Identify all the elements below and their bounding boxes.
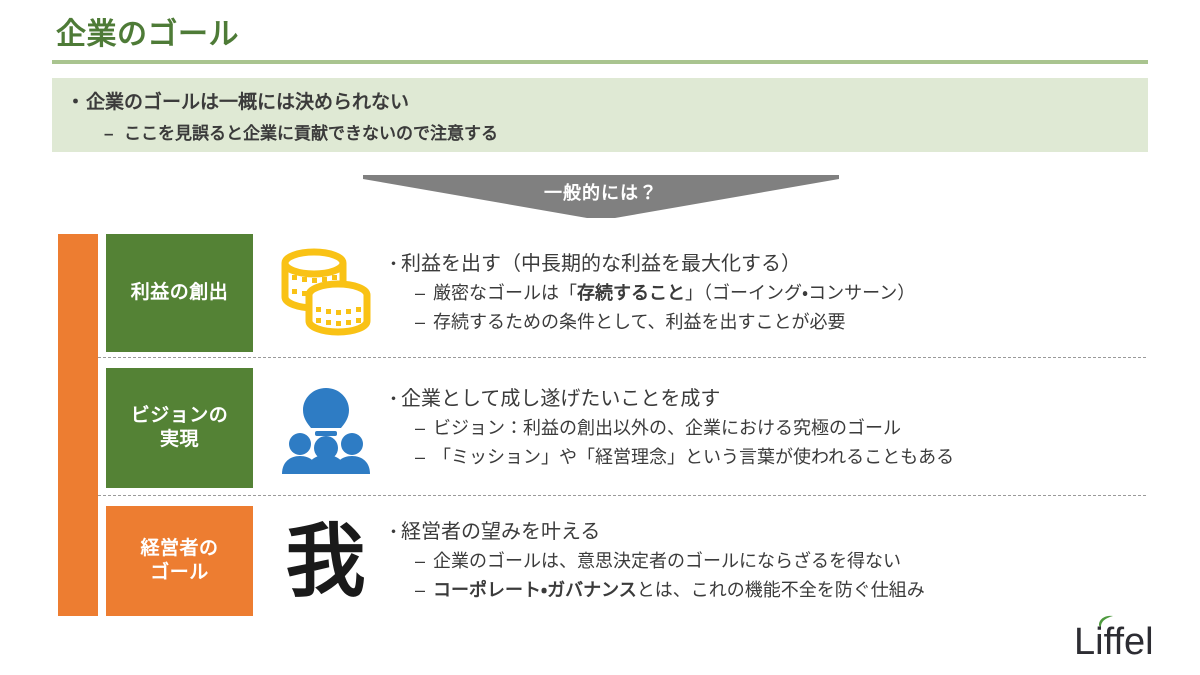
lightbulb-people-icon <box>281 388 370 474</box>
goal-row-vision: ビジョンの実現 ・ <box>98 368 1148 488</box>
title-divider <box>52 60 1148 64</box>
row-bullet-primary: ・企業として成し遂げたいことを成す <box>385 384 1145 414</box>
bullet-marker-icon: ・ <box>385 522 402 542</box>
row-sub-post: 」（ゴーイング・コンサーン） <box>685 282 916 303</box>
row-label-profit: 利益の創出 <box>106 234 253 352</box>
arrow-banner-label: 一般的には？ <box>544 183 658 203</box>
row-icon-vision <box>263 368 388 488</box>
lead-banner: ・企業のゴールは一概には決められない –ここを見誤ると企業に貢献できないので注意… <box>52 78 1148 152</box>
coin-stack-icon <box>281 248 370 336</box>
row-label-management-text: 経営者のゴール <box>140 537 218 586</box>
dash-marker-icon: – <box>415 312 426 332</box>
row-label-vision: ビジョンの実現 <box>106 368 253 488</box>
goal-row-management: 経営者のゴール 我 ・経営者の望みを叶える –企業のゴールは、意思決定者のゴール… <box>98 506 1148 616</box>
lead-bullet-primary-text: 企業のゴールは一概には決められない <box>86 92 410 113</box>
row-sub-bullet: –厳密なゴールは「存続すること」（ゴーイング・コンサーン） <box>385 279 1145 308</box>
arrow-banner: 一般的には？ <box>363 175 839 218</box>
bullet-marker-icon: ・ <box>66 92 86 113</box>
row-sub-bullet: –企業のゴールは、意思決定者のゴールにならざるを得ない <box>385 547 1145 576</box>
row-bullet-primary-text: 経営者の望みを叶える <box>401 520 601 543</box>
row-sub-pre: 存続するための条件として、利益を出すことが必要 <box>433 312 846 332</box>
brand-logo-text: Liffel <box>1074 621 1154 663</box>
row-bullet-primary: ・利益を出す（中長期的な利益を最大化する） <box>385 249 1145 279</box>
dash-marker-icon: – <box>415 417 426 438</box>
row-sub-pre: 「ミッション」や「経営理念」という言葉が使われることもある <box>433 447 955 467</box>
row-label-management: 経営者のゴール <box>106 506 253 616</box>
row-sub-bullet: –存続するための条件として、利益を出すことが必要 <box>385 308 1145 337</box>
row-sub-pre: ビジョン：利益の創出以外の、企業における究極のゴール <box>433 417 901 438</box>
kanji-ware-icon: 我 <box>285 514 366 608</box>
row-bullet-primary: ・経営者の望みを叶える <box>385 517 1145 547</box>
page-title: 企業のゴール <box>56 18 239 51</box>
row-bullet-primary-text: 利益を出す（中長期的な利益を最大化する） <box>401 252 801 275</box>
dash-marker-icon: – <box>415 580 426 600</box>
dash-marker-icon: – <box>415 550 426 571</box>
row-body-vision: ・企業として成し遂げたいことを成す –ビジョン：利益の創出以外の、企業における究… <box>385 368 1145 488</box>
row-label-vision-line2: 実現 <box>159 429 199 450</box>
lead-bullet-secondary: –ここを見誤ると企業に貢献できないので注意する <box>104 119 498 144</box>
row-sub-bullet: –コーポレート・ガバナンスとは、これの機能不全を防ぐ仕組み <box>385 576 1145 605</box>
row-sub-strong: 存続すること <box>577 282 685 303</box>
orange-accent-bar <box>58 234 98 616</box>
row-body-profit: ・利益を出す（中長期的な利益を最大化する） –厳密なゴールは「存続すること」（ゴ… <box>385 234 1145 352</box>
lead-bullet-secondary-text: ここを見誤ると企業に貢献できないので注意する <box>124 124 498 143</box>
row-sub-bullet: –「ミッション」や「経営理念」という言葉が使われることもある <box>385 443 1145 472</box>
down-chevron-icon <box>363 175 839 218</box>
row-sub-pre: 厳密なゴールは「 <box>433 282 577 303</box>
row-label-management-line2: ゴール <box>150 562 209 583</box>
row-sub-strong: コーポレート・ガバナンス <box>433 580 637 600</box>
row-separator <box>98 495 1146 496</box>
row-label-vision-line1: ビジョンの <box>130 404 229 426</box>
row-icon-profit <box>263 234 388 352</box>
leaf-icon <box>1099 615 1113 627</box>
row-separator <box>98 357 1146 358</box>
row-sub-bullet: –ビジョン：利益の創出以外の、企業における究極のゴール <box>385 414 1145 443</box>
row-sub-pre: 企業のゴールは、意思決定者のゴールにならざるを得ない <box>433 550 901 571</box>
row-sub-post: とは、これの機能不全を防ぐ仕組み <box>636 580 925 600</box>
row-label-management-line1: 経営者の <box>140 537 219 559</box>
row-body-management: ・経営者の望みを叶える –企業のゴールは、意思決定者のゴールにならざるを得ない … <box>385 506 1145 616</box>
row-icon-management: 我 <box>263 506 388 616</box>
row-label-profit-text: 利益の創出 <box>130 281 229 303</box>
bullet-marker-icon: ・ <box>385 254 402 274</box>
dash-marker-icon: – <box>415 282 426 303</box>
dash-marker-icon: – <box>104 124 114 143</box>
goal-row-profit: 利益の創出 <box>98 234 1148 352</box>
dash-marker-icon: – <box>415 447 426 467</box>
bullet-marker-icon: ・ <box>385 389 402 409</box>
lead-bullet-primary: ・企業のゴールは一概には決められない <box>66 87 409 114</box>
brand-logo: Liffel <box>1074 615 1178 661</box>
row-label-vision-text: ビジョンの実現 <box>131 404 229 453</box>
row-bullet-primary-text: 企業として成し遂げたいことを成す <box>401 387 721 410</box>
